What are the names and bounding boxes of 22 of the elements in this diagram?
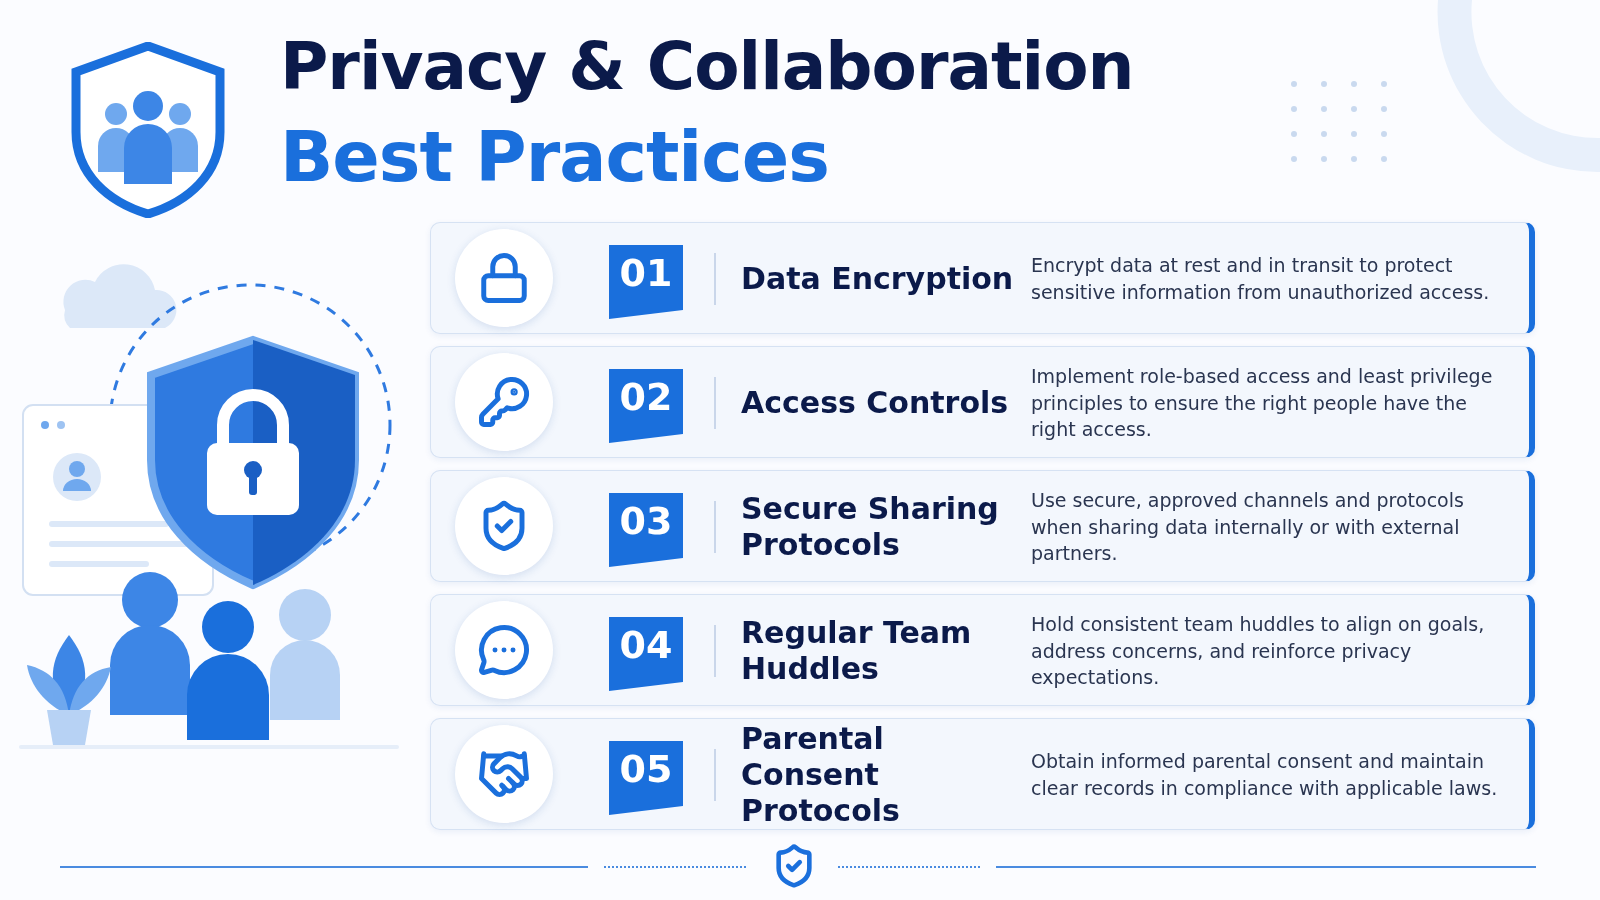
practice-description: Obtain informed parental consent and maintain clear records in compliance with applicable laws.	[1031, 749, 1499, 801]
practice-card	[430, 470, 1535, 582]
practice-description: Use secure, approved channels and protocols when sharing data internally or with external partners.	[1031, 488, 1465, 567]
number-badge: 05	[609, 741, 683, 815]
practice-heading: Data Encryption	[741, 260, 1015, 298]
practice-card	[430, 346, 1535, 458]
practice-heading: Regular Team Huddles	[741, 614, 973, 688]
practice-description: Encrypt data at rest and in transit to protect sensitive information from unauthorized access.	[1031, 253, 1491, 305]
practice-heading: Secure Sharing Protocols	[741, 490, 1000, 564]
practice-description: Hold consistent team huddles to align on goals, address concerns, and reinforce privacy expectations.	[1031, 612, 1486, 691]
number-badge: 03	[609, 493, 683, 567]
practice-heading: Parental Consent Protocols	[741, 720, 901, 830]
practice-card	[430, 718, 1535, 830]
number-badge: 02	[609, 369, 683, 443]
number-badge: 04	[609, 617, 683, 691]
number-badge: 01	[609, 245, 683, 319]
practice-heading: Access Controls	[741, 384, 1010, 422]
practice-card	[430, 594, 1535, 706]
title: Privacy & Collaboration	[280, 28, 1134, 105]
practice-description: Implement role-based access and least privilege principles to ensure the right people have the right access.	[1031, 364, 1494, 443]
practice-card	[430, 222, 1535, 334]
subtitle: Best Practices	[280, 116, 829, 198]
